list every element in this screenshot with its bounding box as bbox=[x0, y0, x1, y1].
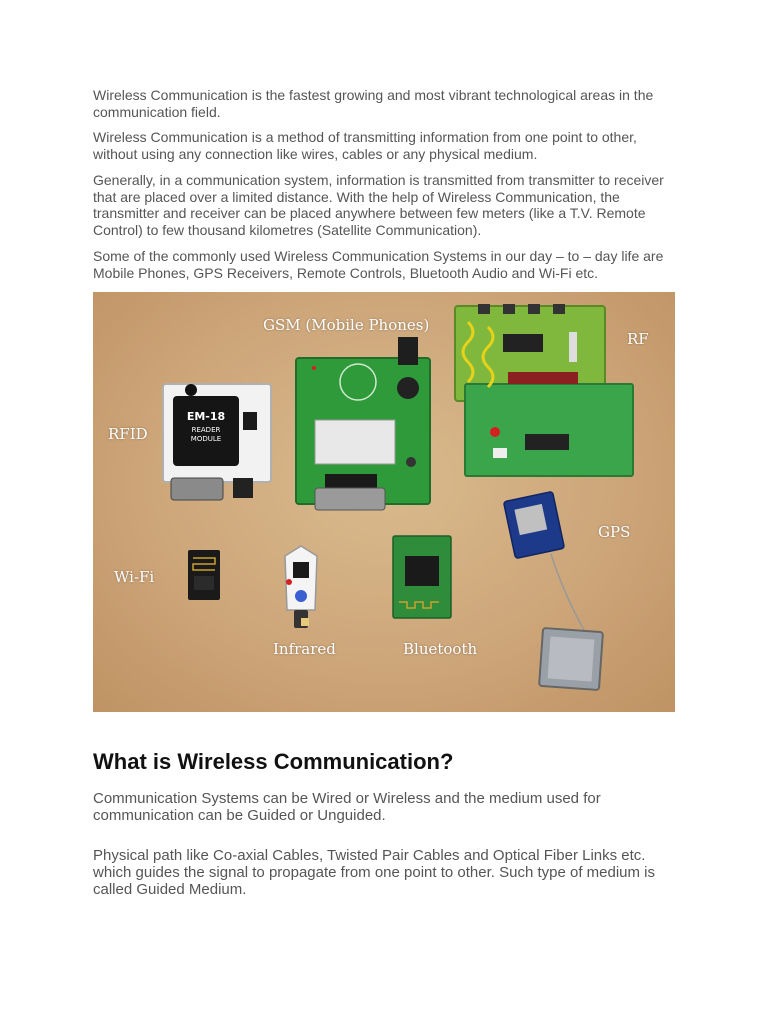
definition-paragraph: Wireless Communication is a method of tr… bbox=[93, 129, 637, 162]
gps-module bbox=[503, 491, 604, 691]
gps-label: GPS bbox=[598, 523, 631, 541]
examples-paragraph: Some of the commonly used Wireless Commu… bbox=[93, 248, 664, 281]
bluetooth-module bbox=[392, 535, 452, 619]
intro-paragraph: Wireless Communication is the fastest gr… bbox=[93, 87, 654, 120]
rfid-text-2: READER bbox=[192, 426, 221, 434]
wireless-modules-photo: EM-18 READER MODULE bbox=[93, 292, 675, 712]
gsm-label: GSM (Mobile Phones) bbox=[263, 316, 430, 334]
gsm-module-board bbox=[295, 337, 431, 511]
bluetooth-label: Bluetooth bbox=[403, 640, 478, 658]
guided-medium-paragraph: Physical path like Co-axial Cables, Twis… bbox=[93, 847, 656, 898]
infrared-label: Infrared bbox=[273, 640, 336, 658]
wifi-module bbox=[188, 550, 220, 600]
section-heading: What is Wireless Communication? bbox=[93, 749, 454, 774]
infrared-module bbox=[284, 545, 318, 628]
rfid-text-3: MODULE bbox=[191, 435, 221, 443]
rf-label: RF bbox=[627, 330, 649, 348]
rf-module-boards bbox=[454, 304, 634, 477]
rfid-label: RFID bbox=[108, 425, 148, 443]
modules-illustration: EM-18 READER MODULE bbox=[162, 304, 634, 691]
wired-wireless-paragraph: Communication Systems can be Wired or Wi… bbox=[93, 790, 601, 824]
rfid-text-1: EM-18 bbox=[187, 410, 225, 423]
communication-system-paragraph: Generally, in a communication system, in… bbox=[93, 172, 664, 238]
wifi-label: Wi-Fi bbox=[114, 568, 155, 586]
rfid-module-board: EM-18 READER MODULE bbox=[162, 383, 272, 501]
